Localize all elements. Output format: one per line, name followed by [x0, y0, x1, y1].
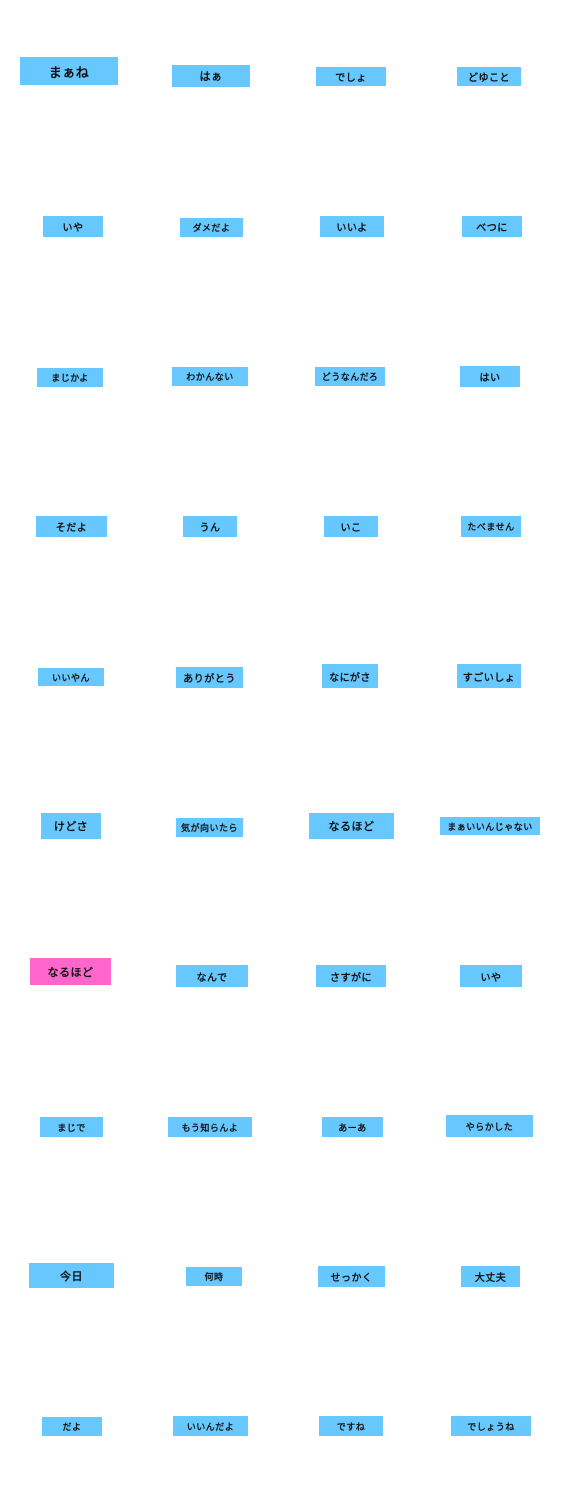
sticker-haa[interactable]: はぁ	[172, 65, 250, 87]
sticker-iiyan[interactable]: いいやん	[38, 668, 104, 686]
sticker-wakannai[interactable]: わかんない	[172, 367, 248, 386]
sticker-betsuni[interactable]: べつに	[462, 216, 522, 237]
sticker-aaa[interactable]: あーあ	[322, 1117, 383, 1137]
sticker-hai[interactable]: はい	[460, 366, 520, 387]
sticker-moushiranyo[interactable]: もう知らんよ	[168, 1117, 252, 1137]
sticker-sugoisho[interactable]: すごいしょ	[457, 664, 521, 688]
sticker-majide[interactable]: まじで	[40, 1117, 103, 1137]
sticker-nanji[interactable]: 何時	[186, 1267, 242, 1286]
sticker-arigatou[interactable]: ありがとう	[176, 667, 243, 688]
sticker-dounandaro[interactable]: どうなんだろ	[315, 367, 385, 386]
sticker-doyukoto[interactable]: どゆこと	[457, 67, 521, 86]
sticker-nanigasa[interactable]: なにがさ	[322, 664, 378, 688]
sticker-daijoubu[interactable]: 大丈夫	[461, 1266, 520, 1287]
sticker-nande[interactable]: なんで	[176, 965, 248, 987]
sticker-deshoune[interactable]: でしょうね	[451, 1416, 531, 1436]
sticker-sodayo[interactable]: そだよ	[36, 516, 107, 537]
sticker-desho[interactable]: でしょ	[316, 67, 386, 86]
sticker-maaiinjanai[interactable]: まぁいいんじゃない	[440, 817, 540, 835]
sticker-kedosa[interactable]: けどさ	[41, 813, 101, 839]
sticker-dayo[interactable]: だよ	[42, 1417, 102, 1436]
sticker-naruhodo-pink[interactable]: なるほど	[30, 958, 111, 985]
sticker-majikayo[interactable]: まじかよ	[37, 368, 103, 387]
sticker-tabemasen[interactable]: たべません	[461, 516, 521, 537]
sticker-kigamuitara[interactable]: 気が向いたら	[176, 818, 243, 837]
sticker-maane[interactable]: まぁね	[20, 57, 118, 85]
sticker-sekkaku[interactable]: せっかく	[318, 1266, 385, 1287]
sticker-iiyo[interactable]: いいよ	[320, 216, 384, 237]
sticker-kyou[interactable]: 今日	[29, 1263, 114, 1288]
sticker-iko[interactable]: いこ	[324, 516, 378, 537]
sticker-iindayo[interactable]: いいんだよ	[173, 1416, 248, 1436]
sticker-yarakashita[interactable]: やらかした	[446, 1115, 533, 1137]
sticker-damedayo[interactable]: ダメだよ	[180, 218, 243, 237]
sticker-naruhodo[interactable]: なるほど	[309, 813, 394, 839]
sticker-desune[interactable]: ですね	[319, 1416, 383, 1436]
sticker-iya-2[interactable]: いや	[460, 965, 522, 987]
sticker-un[interactable]: うん	[183, 516, 237, 537]
sticker-sasugani[interactable]: さすがに	[316, 965, 386, 987]
sticker-iya[interactable]: いや	[43, 216, 103, 237]
